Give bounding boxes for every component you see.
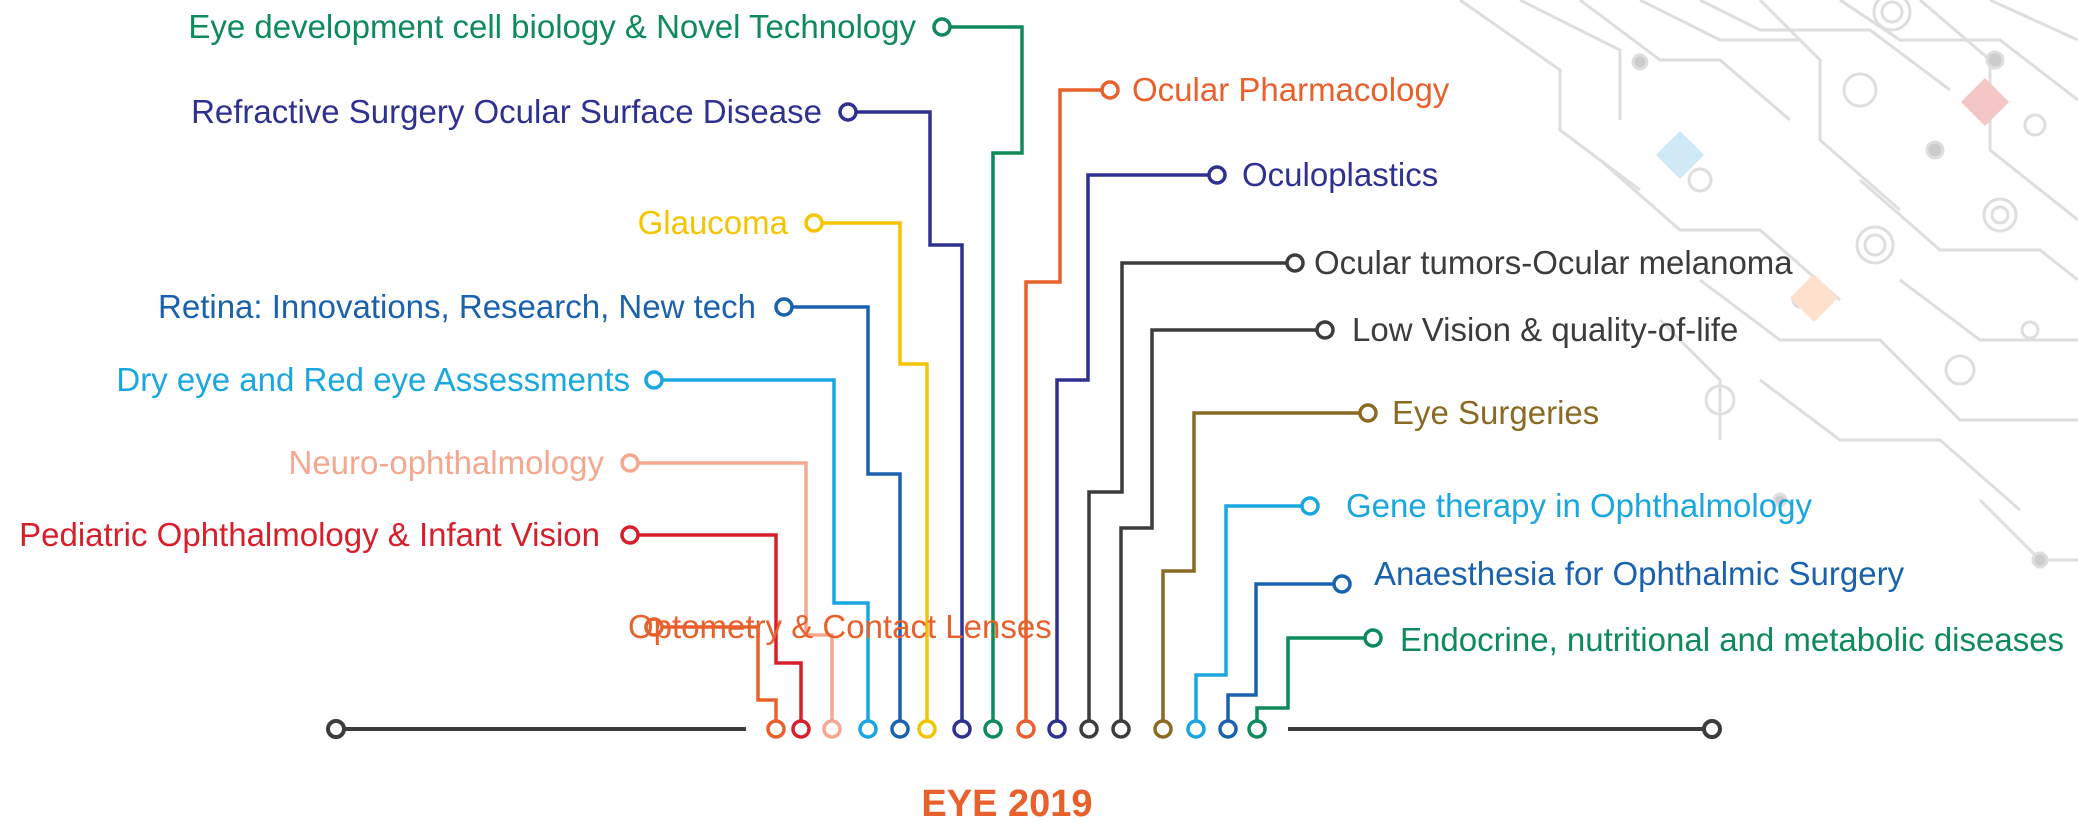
topic-label-ocular-tumors-ocular-melanoma: Ocular tumors-Ocular melanoma [1314, 244, 1793, 281]
label-node-endocrine-nutritional-and-metabolic-diseases [1363, 628, 1383, 648]
connector-gene-therapy-in-ophthalmology [1194, 504, 1310, 729]
label-node-anaesthesia-for-ophthalmic-surgery [1332, 574, 1352, 594]
topic-label-refractive-surgery-ocular-surface-disease: Refractive Surgery Ocular Surface Diseas… [191, 93, 822, 130]
connector-eye-development-cell-biology-novel-technology [942, 25, 1024, 729]
topic-label-ocular-pharmacology: Ocular Pharmacology [1132, 71, 1450, 108]
baseline-left-node [326, 719, 346, 739]
base-node-anaesthesia-for-ophthalmic-surgery [1218, 719, 1238, 739]
connector-endocrine-nutritional-and-metabolic-diseases [1255, 636, 1373, 729]
connector-glaucoma [814, 221, 929, 729]
topic-label-eye-surgeries: Eye Surgeries [1392, 394, 1599, 431]
label-node-glaucoma [804, 213, 824, 233]
topic-label-pediatric-ophthalmology-infant-vision: Pediatric Ophthalmology & Infant Vision [19, 516, 600, 553]
connector-dry-eye-and-red-eye-assessments [654, 378, 870, 729]
connector-neuro-ophthalmology [630, 461, 834, 729]
topic-label-optometry-contact-lenses: Optometry & Contact Lenses [628, 608, 1052, 645]
connector-retina-innovations-research-new-tech [784, 305, 902, 729]
label-node-eye-surgeries [1358, 403, 1378, 423]
base-node-neuro-ophthalmology [822, 719, 842, 739]
topic-label-gene-therapy-in-ophthalmology: Gene therapy in Ophthalmology [1346, 487, 1812, 524]
topic-label-anaesthesia-for-ophthalmic-surgery: Anaesthesia for Ophthalmic Surgery [1374, 555, 1905, 592]
topic-label-low-vision-quality-of-life: Low Vision & quality-of-life [1352, 311, 1738, 348]
base-node-ocular-tumors-ocular-melanoma [1079, 719, 1099, 739]
label-node-eye-development-cell-biology-novel-technology [932, 17, 952, 37]
label-node-ocular-tumors-ocular-melanoma [1285, 253, 1305, 273]
topic-label-dry-eye-and-red-eye-assessments: Dry eye and Red eye Assessments [116, 361, 630, 398]
label-node-refractive-surgery-ocular-surface-disease [838, 102, 858, 122]
label-node-ocular-pharmacology [1100, 80, 1120, 100]
connector-ocular-pharmacology [1024, 88, 1110, 729]
base-node-dry-eye-and-red-eye-assessments [858, 719, 878, 739]
connector-ocular-tumors-ocular-melanoma [1087, 261, 1295, 729]
topic-label-oculoplastics: Oculoplastics [1242, 156, 1438, 193]
topic-label-eye-development-cell-biology-novel-technology: Eye development cell biology & Novel Tec… [188, 8, 916, 45]
connector-oculoplastics [1055, 173, 1217, 729]
label-node-gene-therapy-in-ophthalmology [1300, 496, 1320, 516]
base-node-pediatric-ophthalmology-infant-vision [791, 719, 811, 739]
connector-low-vision-quality-of-life [1119, 328, 1325, 729]
base-node-gene-therapy-in-ophthalmology [1186, 719, 1206, 739]
label-node-optometry-contact-lenses [644, 617, 664, 637]
base-node-optometry-contact-lenses [766, 719, 786, 739]
base-node-ocular-pharmacology [1016, 719, 1036, 739]
base-node-endocrine-nutritional-and-metabolic-diseases [1247, 719, 1267, 739]
connector-anaesthesia-for-ophthalmic-surgery [1226, 582, 1342, 729]
label-node-pediatric-ophthalmology-infant-vision [620, 525, 640, 545]
label-node-neuro-ophthalmology [620, 453, 640, 473]
label-node-dry-eye-and-red-eye-assessments [644, 370, 664, 390]
connector-optometry-contact-lenses [654, 625, 778, 729]
circuit-background-decoration [1459, 0, 2078, 569]
base-node-eye-surgeries [1153, 719, 1173, 739]
connector-refractive-surgery-ocular-surface-disease [848, 110, 964, 729]
topic-label-retina-innovations-research-new-tech: Retina: Innovations, Research, New tech [158, 288, 756, 325]
topic-label-neuro-ophthalmology: Neuro-ophthalmology [288, 444, 604, 481]
base-node-glaucoma [917, 719, 937, 739]
base-node-retina-innovations-research-new-tech [890, 719, 910, 739]
baseline-right-node [1702, 719, 1722, 739]
label-node-low-vision-quality-of-life [1315, 320, 1335, 340]
base-node-refractive-surgery-ocular-surface-disease [952, 719, 972, 739]
topic-label-glaucoma: Glaucoma [638, 204, 789, 241]
topic-label-endocrine-nutritional-and-metabolic-diseases: Endocrine, nutritional and metabolic dis… [1400, 621, 2064, 658]
label-node-retina-innovations-research-new-tech [774, 297, 794, 317]
label-node-oculoplastics [1207, 165, 1227, 185]
base-node-low-vision-quality-of-life [1111, 719, 1131, 739]
connector-pediatric-ophthalmology-infant-vision [630, 533, 803, 729]
base-node-eye-development-cell-biology-novel-technology [983, 719, 1003, 739]
connector-eye-surgeries [1161, 411, 1368, 729]
base-node-oculoplastics [1047, 719, 1067, 739]
diagram-title: EYE 2019 [921, 783, 1092, 822]
